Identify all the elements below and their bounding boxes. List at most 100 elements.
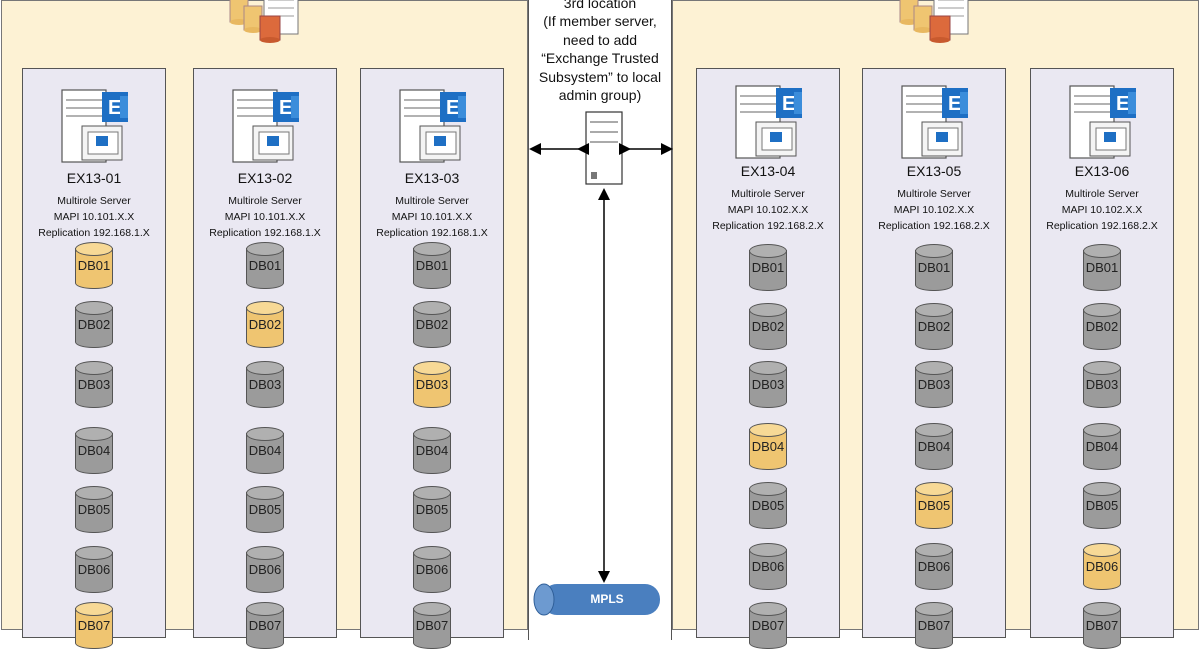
database-cylinder: DB03 [413, 361, 451, 413]
database-cylinder-top [749, 361, 787, 375]
svg-text:E: E [782, 93, 795, 115]
database-label: DB01 [415, 258, 449, 273]
database-cylinder: DB06 [75, 546, 113, 598]
database-cylinder: DB05 [1083, 482, 1121, 534]
server-mapi-network: MAPI 10.101.X.X [391, 211, 473, 223]
database-cylinder: DB01 [915, 244, 953, 296]
server-role: Multirole Server [57, 195, 131, 207]
server-replication-network: Replication 192.168.2.X [712, 220, 824, 232]
mpls-label: MPLS [590, 592, 624, 606]
database-cylinder: DB01 [246, 242, 284, 294]
exchange-server-icon: E [735, 85, 802, 159]
database-label: DB03 [415, 377, 449, 392]
database-cylinder: DB03 [246, 361, 284, 413]
database-cylinder-top [749, 244, 787, 258]
database-cylinder-top [75, 427, 113, 441]
database-label: DB05 [415, 502, 449, 517]
database-cylinder: DB02 [749, 303, 787, 355]
database-cylinder: DB02 [1083, 303, 1121, 355]
server-replication-network: Replication 192.168.1.X [38, 227, 150, 239]
server-role: Multirole Server [731, 188, 805, 200]
database-cylinder-top [915, 303, 953, 317]
database-cylinder-top [246, 486, 284, 500]
database-cylinder: DB05 [915, 482, 953, 534]
database-cylinder-top [413, 301, 451, 315]
database-cylinder: DB06 [749, 543, 787, 595]
database-cylinder-top [1083, 244, 1121, 258]
database-cylinder-top [1083, 482, 1121, 496]
database-cylinder-top [75, 602, 113, 616]
server-mapi-network: MAPI 10.102.X.X [727, 204, 809, 216]
database-cylinder-top [75, 242, 113, 256]
database-cylinder-top [1083, 423, 1121, 437]
database-label: DB04 [77, 443, 111, 458]
database-label: DB02 [751, 319, 785, 334]
database-cylinder-top [75, 361, 113, 375]
database-label: DB02 [77, 317, 111, 332]
database-label: DB03 [248, 377, 282, 392]
database-cylinder: DB02 [246, 301, 284, 353]
database-cylinder: DB06 [246, 546, 284, 598]
storage-icon-site-2 [899, 0, 969, 43]
server-name: EX13-03 [404, 170, 460, 186]
server-mapi-network: MAPI 10.101.X.X [53, 211, 135, 223]
database-label: DB04 [751, 439, 785, 454]
database-cylinder-top [915, 602, 953, 616]
database-label: DB06 [77, 562, 111, 577]
database-cylinder-top [246, 361, 284, 375]
database-label: DB01 [1085, 260, 1119, 275]
database-label: DB03 [1085, 377, 1119, 392]
database-label: DB03 [917, 377, 951, 392]
database-label: DB05 [248, 502, 282, 517]
database-label: DB07 [248, 618, 282, 633]
server-mapi-network: MAPI 10.101.X.X [224, 211, 306, 223]
database-cylinder-body [75, 367, 113, 408]
server-name: EX13-05 [906, 163, 962, 179]
database-cylinder: DB04 [246, 427, 284, 479]
database-cylinder: DB05 [413, 486, 451, 538]
database-cylinder: DB04 [915, 423, 953, 475]
database-label: DB07 [917, 618, 951, 633]
database-cylinder: DB03 [749, 361, 787, 413]
database-cylinder-top [413, 546, 451, 560]
database-cylinder: DB01 [1083, 244, 1121, 296]
database-cylinder: DB02 [413, 301, 451, 353]
server-replication-network: Replication 192.168.1.X [376, 227, 488, 239]
database-label: DB01 [917, 260, 951, 275]
database-cylinder-top [413, 427, 451, 441]
database-cylinder-top [246, 546, 284, 560]
database-cylinder: DB02 [915, 303, 953, 355]
database-cylinder-top [246, 602, 284, 616]
database-cylinder: DB03 [1083, 361, 1121, 413]
database-cylinder: DB04 [413, 427, 451, 479]
exchange-server-icon: E [399, 89, 466, 163]
database-label: DB04 [917, 439, 951, 454]
server-replication-network: Replication 192.168.2.X [1046, 220, 1158, 232]
server-name: EX13-02 [237, 170, 293, 186]
database-cylinder: DB02 [75, 301, 113, 353]
database-cylinder: DB03 [915, 361, 953, 413]
database-label: DB07 [751, 618, 785, 633]
server-name: EX13-01 [66, 170, 122, 186]
database-label: DB03 [751, 377, 785, 392]
database-cylinder-top [75, 486, 113, 500]
database-cylinder-top [915, 423, 953, 437]
database-cylinder-top [749, 423, 787, 437]
svg-text:E: E [948, 93, 961, 115]
database-cylinder: DB06 [915, 543, 953, 595]
database-cylinder: DB06 [413, 546, 451, 598]
storage-icon-site-1 [229, 0, 299, 43]
svg-text:E: E [108, 97, 121, 119]
database-cylinder: DB01 [413, 242, 451, 294]
database-cylinder-top [1083, 543, 1121, 557]
database-label: DB01 [751, 260, 785, 275]
witness-location-text: 3rd location (If member server, need to … [538, 0, 662, 104]
svg-text:E: E [1116, 93, 1129, 115]
database-cylinder-top [749, 303, 787, 317]
database-label: DB04 [248, 443, 282, 458]
server-mapi-network: MAPI 10.102.X.X [1061, 204, 1143, 216]
database-cylinder-top [246, 301, 284, 315]
database-cylinder: DB05 [749, 482, 787, 534]
database-cylinder: DB01 [75, 242, 113, 294]
database-label: DB01 [77, 258, 111, 273]
